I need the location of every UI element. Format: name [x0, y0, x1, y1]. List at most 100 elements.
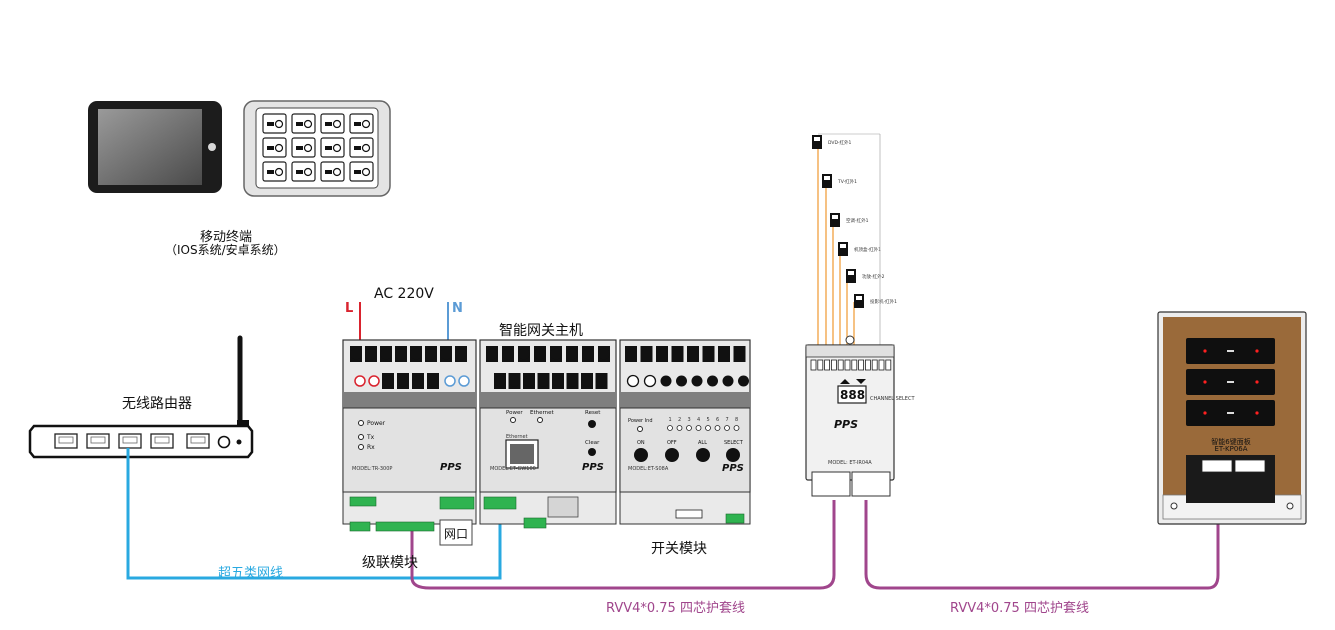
rvv-cable-label-2: RVV4*0.75 四芯护套线 — [950, 601, 1089, 616]
terminal-screw — [660, 375, 672, 387]
terminal-screw — [676, 375, 687, 387]
switch-channel-label: 6 — [716, 417, 719, 423]
touch-key-icon — [320, 161, 345, 182]
gw-power-label: Power — [506, 410, 523, 416]
gw-ethernet-label: Ethernet — [530, 410, 555, 416]
ir-emitter-label: 投影机-红外1 — [870, 298, 897, 305]
terminal-screw — [656, 346, 668, 362]
terminal-screw — [626, 374, 640, 388]
touch-key-icon — [262, 113, 287, 134]
power-model-label: MODEL:TR-300P — [352, 466, 392, 472]
switch-channel-label: 3 — [688, 417, 691, 423]
brand-logo-gateway: PPS — [582, 462, 604, 473]
cat5e-cable-label: 超五类网线 — [218, 566, 284, 581]
neutral-label: N — [452, 301, 463, 316]
gw-reset-label: Reset — [585, 410, 601, 416]
network-port-box — [439, 519, 473, 546]
touch-panel-icon — [243, 100, 391, 197]
ir-module: DVD-红外1TV-红外1空调-红外1机顶盒-红外1功放-红外2投影机-红外1 … — [805, 133, 915, 497]
switch-channel-label: 1 — [669, 417, 672, 423]
panel-model-label: ET-KP06A — [1214, 445, 1247, 453]
ir-terminal — [824, 359, 830, 371]
terminal-screw — [722, 375, 734, 387]
ir-terminal — [851, 359, 858, 371]
touch-key-icon — [349, 113, 374, 134]
sw-power-label: Power Ind — [628, 418, 653, 424]
network-port-label: 网口 — [444, 527, 469, 541]
sw-all-label: ALL — [698, 440, 707, 446]
sw-select-label: SELECT — [724, 440, 744, 446]
ir-emitter-icon — [854, 294, 864, 308]
sw-on-label: ON — [637, 440, 645, 446]
ac-voltage-label: AC 220V — [374, 286, 434, 302]
touch-key-icon — [291, 113, 316, 134]
switch-channel-led — [705, 425, 711, 431]
switch-module-label: 开关模块 — [651, 541, 707, 557]
power-module: Power Tx Rx PPS MODEL:TR-300P — [342, 339, 477, 532]
brand-logo: PPS — [440, 462, 462, 473]
brand-logo-switch: PPS — [722, 463, 744, 474]
terminal-screw — [640, 346, 653, 362]
touch-key-icon — [262, 137, 287, 158]
terminal-screw — [733, 346, 746, 362]
switch-channel-led — [695, 425, 702, 431]
ir-terminal — [878, 359, 885, 371]
ir-model-label: MODEL: ET-IR04A — [828, 460, 872, 466]
ir-emitter-icon — [830, 213, 840, 227]
ir-emitter-label: DVD-红外1 — [828, 139, 852, 146]
ir-terminal — [837, 359, 844, 371]
ir-terminal — [817, 359, 824, 371]
ir-terminal — [844, 359, 851, 371]
cat5e-cable-line — [126, 448, 502, 580]
panel-name-label: 智能6键面板 — [1211, 437, 1250, 446]
switch-channel-led — [667, 425, 673, 431]
gateway-host-label: 智能网关主机 — [499, 323, 583, 339]
switch-channel-led — [733, 425, 740, 431]
ir-channel-label: CHANNEL SELECT — [870, 396, 915, 402]
switch-channel-label: 8 — [735, 417, 738, 423]
switch-channel-led — [676, 425, 683, 431]
live-label: L — [345, 301, 354, 316]
ir-emitter-label: 空调-红外1 — [846, 217, 869, 224]
gw-port-label: Ethernet — [506, 434, 528, 440]
switch-channel-label: 7 — [726, 417, 729, 423]
wireless-router-label: 无线路由器 — [122, 396, 192, 412]
switch-channel-led — [724, 425, 730, 431]
mobile-os-label: （IOS系统/安卓系统） — [165, 243, 286, 257]
gw-model-label: MODEL:ET-GW100 — [490, 466, 536, 472]
ir-terminal — [871, 359, 878, 371]
brand-logo-ir: PPS — [834, 418, 858, 431]
smart-6key-panel: 智能6键面板 ET-KP06A — [1157, 311, 1307, 525]
gateway-module: Power Ethernet Reset Clear Ethernet PPS … — [479, 339, 617, 529]
rvv-cable-line-1 — [410, 500, 836, 590]
rvv-cable-label-1: RVV4*0.75 四芯护套线 — [606, 601, 745, 616]
touch-key-icon — [291, 161, 316, 182]
touch-key-icon — [291, 137, 316, 158]
touch-key-icon — [320, 113, 345, 134]
ir-emitter-icon — [846, 269, 856, 283]
terminal-screw — [643, 374, 657, 388]
tablet-icon — [88, 101, 222, 193]
touch-key-icon — [349, 161, 374, 182]
terminal-screw — [625, 346, 637, 362]
router-icon — [28, 335, 254, 459]
switch-channel-label: 4 — [697, 417, 700, 423]
terminal-screw — [671, 346, 684, 362]
tx-led-label: Tx — [366, 434, 375, 441]
ir-terminal — [885, 359, 892, 371]
gw-clear-label: Clear — [585, 440, 600, 446]
switch-channel-label: 2 — [678, 417, 681, 423]
ir-emitter-icon — [838, 242, 848, 256]
touch-key-icon — [349, 137, 374, 158]
ir-emitter-label: TV-红外1 — [837, 178, 857, 185]
switch-channel-led — [714, 425, 721, 431]
terminal-screw — [702, 346, 715, 362]
mobile-terminal-label: 移动终端 — [200, 230, 253, 245]
ir-emitter-icon — [822, 174, 832, 188]
sw-off-label: OFF — [667, 440, 677, 446]
touch-key-icon — [262, 161, 287, 182]
terminal-screw — [738, 375, 749, 387]
touch-key-icon — [320, 137, 345, 158]
